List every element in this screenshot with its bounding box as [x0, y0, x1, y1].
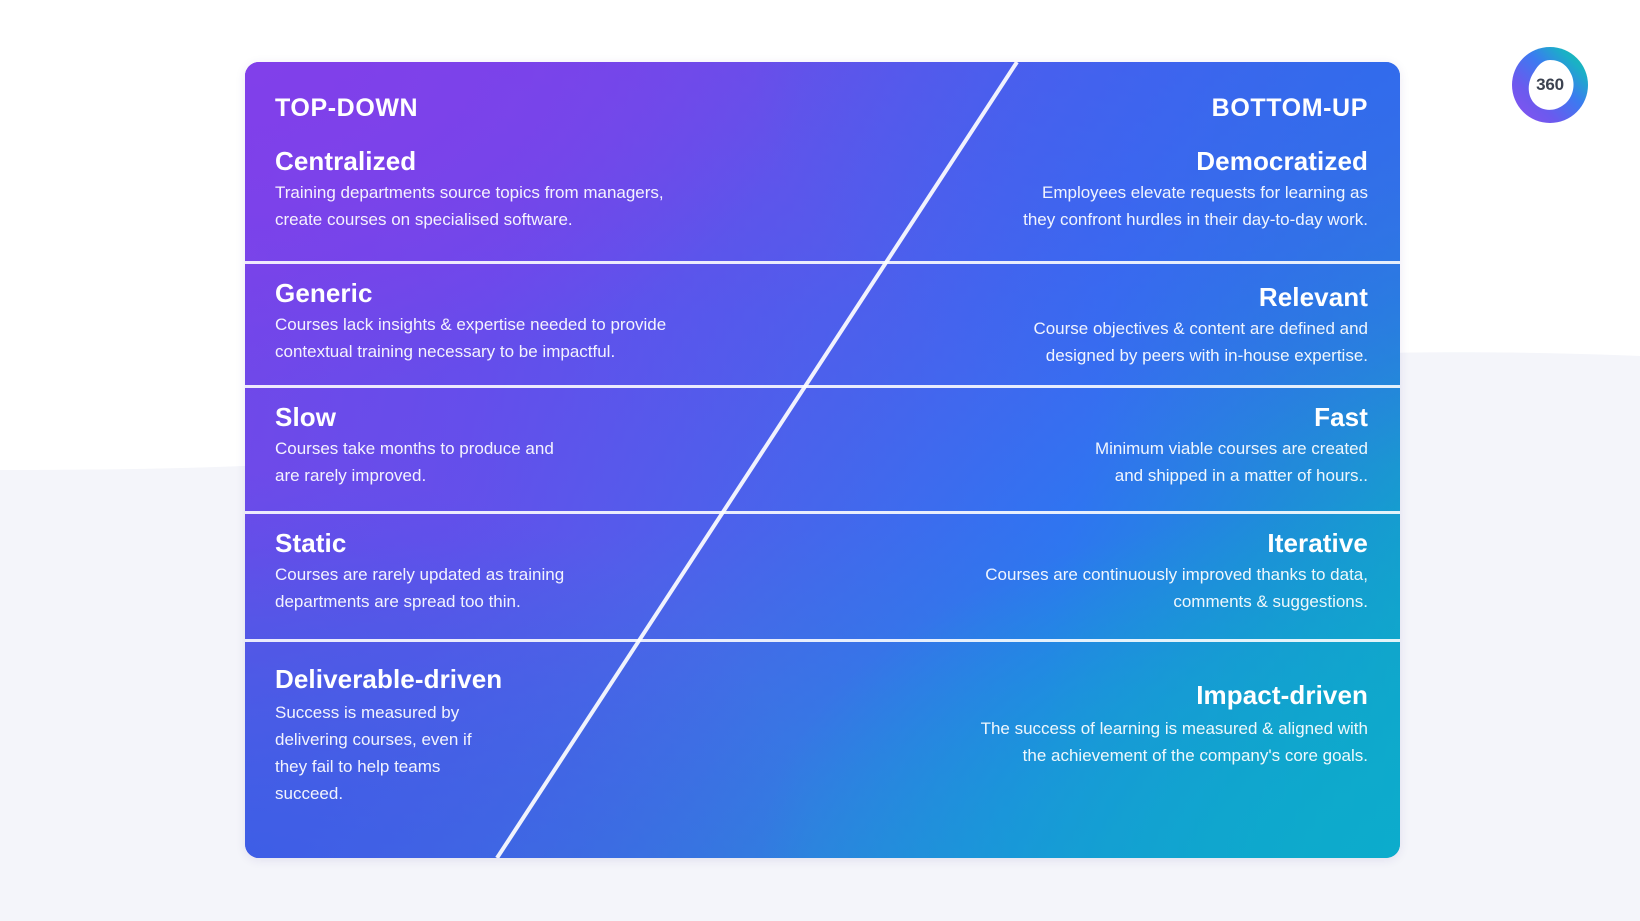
desc-line: Minimum viable courses are created — [1094, 439, 1368, 458]
desc-line: they confront hurdles in their day-to-da… — [1023, 209, 1368, 229]
row-3-left-title: Slow — [275, 402, 337, 432]
desc-line: Success is measured by — [275, 703, 460, 722]
desc-line: Training departments source topics from … — [275, 183, 664, 202]
row-5-left-cell: Deliverable-driven Success is measured b… — [245, 642, 823, 858]
row-4-right-title: Iterative — [1267, 528, 1368, 558]
desc-line: the achievement of the company's core go… — [1022, 745, 1368, 765]
logo-ring-icon — [1512, 47, 1588, 123]
top-down-label: TOP-DOWN — [275, 94, 419, 122]
row-3-right-description: Minimum viable courses are created and s… — [1095, 436, 1368, 490]
row-2-right-description: Course objectives & content are defined … — [1033, 316, 1368, 370]
desc-line: and shipped in a matter of hours.. — [1114, 465, 1368, 485]
logo-text: 360 — [1536, 75, 1564, 94]
row-2-left-title: Generic — [275, 278, 373, 308]
desc-line: Courses are rarely updated as training — [275, 565, 565, 584]
row-2-right-title: Relevant — [1258, 282, 1368, 312]
row-1-left-title: Centralized — [275, 146, 417, 176]
table-row: Deliverable-driven Success is measured b… — [245, 642, 1400, 858]
table-row: Static Courses are rarely updated as tra… — [245, 514, 1400, 642]
desc-line: comments & suggestions. — [1173, 591, 1368, 611]
desc-line: Courses are continuously improved thanks… — [985, 565, 1368, 584]
row-5-right-title: Impact-driven — [1196, 680, 1368, 710]
row-4-left-cell: Static Courses are rarely updated as tra… — [245, 514, 823, 639]
comparison-card: TOP-DOWN Centralized Training department… — [245, 62, 1400, 858]
row-3-left-description: Courses take months to produce and are r… — [275, 436, 554, 490]
bottom-up-label: BOTTOM-UP — [1211, 94, 1368, 122]
row-4-right-cell: Iterative Courses are continuously impro… — [823, 514, 1401, 639]
desc-line: The success of learning is measured & al… — [980, 719, 1368, 738]
row-3-right-cell: Fast Minimum viable courses are created … — [823, 388, 1401, 511]
row-3-left-cell: Slow Courses take months to produce and … — [245, 388, 823, 511]
desc-line: they fail to help teams — [275, 756, 441, 776]
desc-line: Course objectives & content are defined … — [1033, 319, 1368, 338]
row-5-right-description: The success of learning is measured & al… — [981, 716, 1368, 770]
row-1-right-cell: BOTTOM-UP Democratized Employees elevate… — [823, 62, 1401, 261]
desc-line: designed by peers with in-house expertis… — [1045, 345, 1368, 365]
row-2-right-cell: Relevant Course objectives & content are… — [823, 264, 1401, 385]
desc-line: Courses lack insights & expertise needed… — [275, 315, 667, 334]
row-2-left-description: Courses lack insights & expertise needed… — [275, 312, 666, 366]
row-5-left-description: Success is measured by delivering course… — [275, 700, 515, 807]
desc-line: contextual training necessary to be impa… — [275, 341, 616, 361]
row-5-right-cell: Impact-driven The success of learning is… — [823, 642, 1401, 858]
row-2-left-cell: Generic Courses lack insights & expertis… — [245, 264, 823, 385]
comparison-rows: TOP-DOWN Centralized Training department… — [245, 62, 1400, 858]
row-3-right-title: Fast — [1314, 402, 1368, 432]
table-row: TOP-DOWN Centralized Training department… — [245, 62, 1400, 264]
row-1-left-description: Training departments source topics from … — [275, 180, 664, 234]
desc-line: succeed. — [275, 783, 344, 803]
desc-line: create courses on specialised software. — [275, 209, 573, 229]
table-row: Slow Courses take months to produce and … — [245, 388, 1400, 514]
360learning-logo[interactable]: 360 — [1508, 43, 1592, 127]
desc-line: delivering courses, even if — [275, 729, 472, 749]
row-4-left-title: Static — [275, 528, 347, 558]
desc-line: Courses take months to produce and — [275, 439, 554, 458]
row-1-right-title: Democratized — [1196, 146, 1368, 176]
row-4-left-description: Courses are rarely updated as training d… — [275, 562, 564, 616]
row-4-right-description: Courses are continuously improved thanks… — [985, 562, 1368, 616]
row-5-left-title: Deliverable-driven — [275, 664, 503, 694]
row-1-left-cell: TOP-DOWN Centralized Training department… — [245, 62, 823, 261]
row-1-right-description: Employees elevate requests for learning … — [1023, 180, 1368, 234]
desc-line: are rarely improved. — [275, 465, 427, 485]
desc-line: Employees elevate requests for learning … — [1041, 183, 1368, 202]
table-row: Generic Courses lack insights & expertis… — [245, 264, 1400, 388]
desc-line: departments are spread too thin. — [275, 591, 521, 611]
